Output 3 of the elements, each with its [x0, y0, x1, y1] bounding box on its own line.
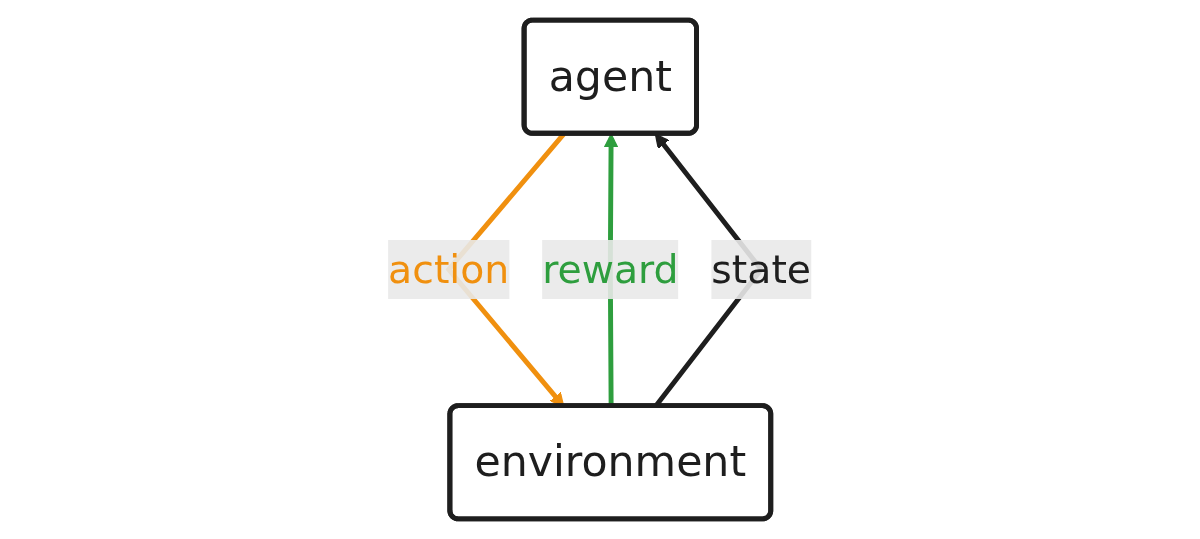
edge-label: state: [711, 246, 812, 293]
edge-label: action: [388, 246, 510, 293]
edge-label: reward: [542, 246, 679, 293]
